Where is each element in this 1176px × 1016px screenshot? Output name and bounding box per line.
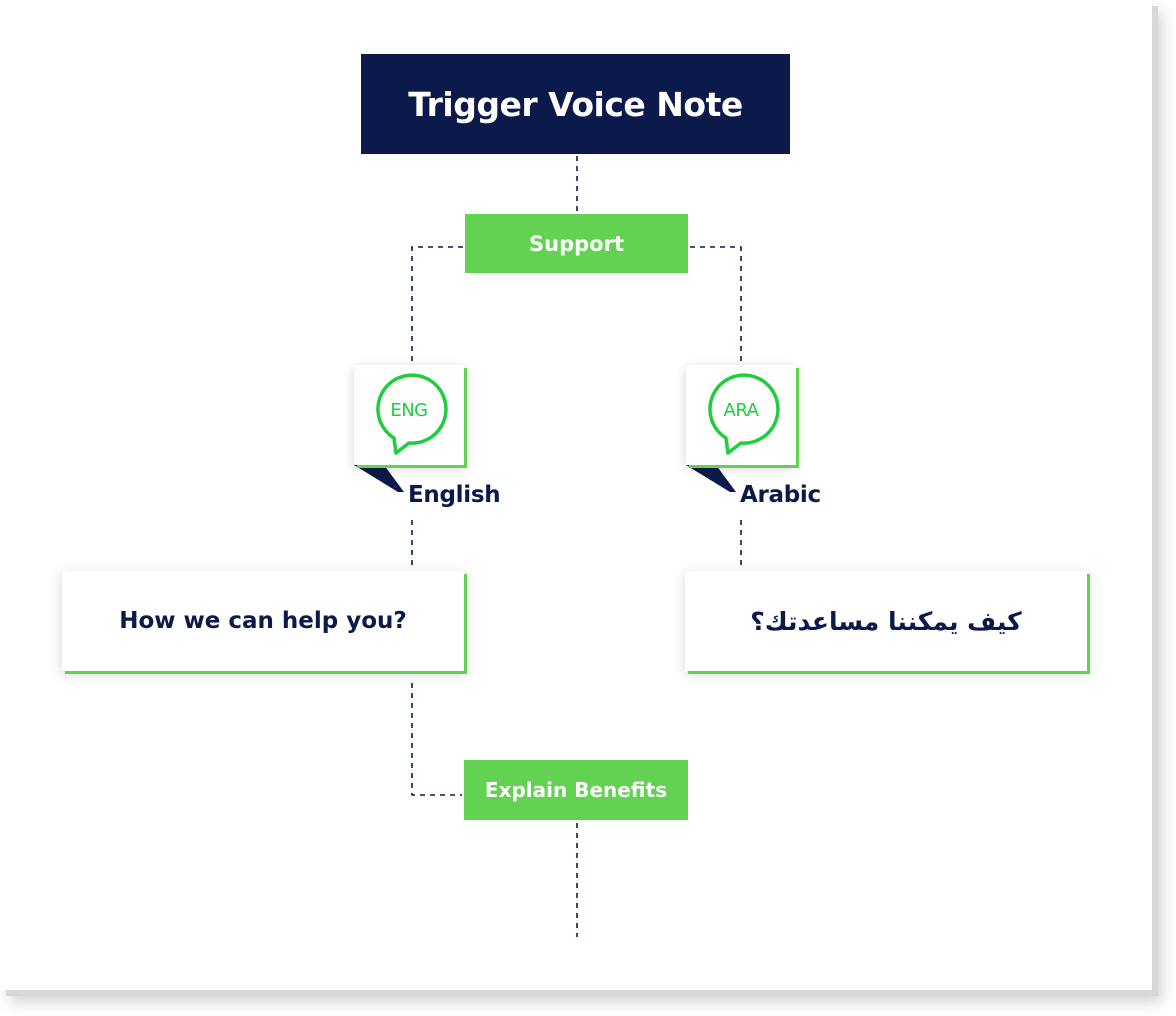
arabic-message-card: كيف يمكننا مساعدتك؟ bbox=[685, 571, 1087, 671]
benefits-label: Explain Benefits bbox=[484, 778, 668, 802]
arabic-badge: ARA bbox=[723, 399, 759, 421]
english-message: How we can help you? bbox=[119, 608, 407, 634]
connector-support-arabic bbox=[690, 246, 742, 362]
speech-bubble-icon bbox=[708, 373, 780, 455]
english-message-card: How we can help you? bbox=[62, 571, 464, 671]
english-badge: ENG bbox=[390, 399, 428, 421]
arabic-label: Arabic bbox=[740, 482, 821, 508]
arabic-message: كيف يمكننا مساعدتك؟ bbox=[750, 606, 1022, 636]
trigger-title: Trigger Voice Note bbox=[408, 84, 743, 124]
english-language-card: ENG bbox=[354, 365, 464, 465]
arabic-language-card: ARA bbox=[686, 365, 796, 465]
english-label: English bbox=[408, 482, 501, 508]
diagram-canvas: Trigger Voice Note Support ENG English A… bbox=[62, 54, 1087, 937]
explain-benefits-node: Explain Benefits bbox=[464, 760, 688, 820]
arabic-pointer bbox=[686, 465, 736, 492]
speech-bubble-icon bbox=[376, 373, 448, 455]
english-pointer bbox=[354, 465, 404, 492]
trigger-voice-note-node: Trigger Voice Note bbox=[361, 54, 790, 154]
support-node: Support bbox=[465, 214, 688, 273]
connector-message-benefits bbox=[411, 683, 462, 796]
connector-support-english bbox=[411, 246, 463, 362]
connector-lines bbox=[354, 156, 742, 937]
support-label: Support bbox=[529, 231, 624, 256]
